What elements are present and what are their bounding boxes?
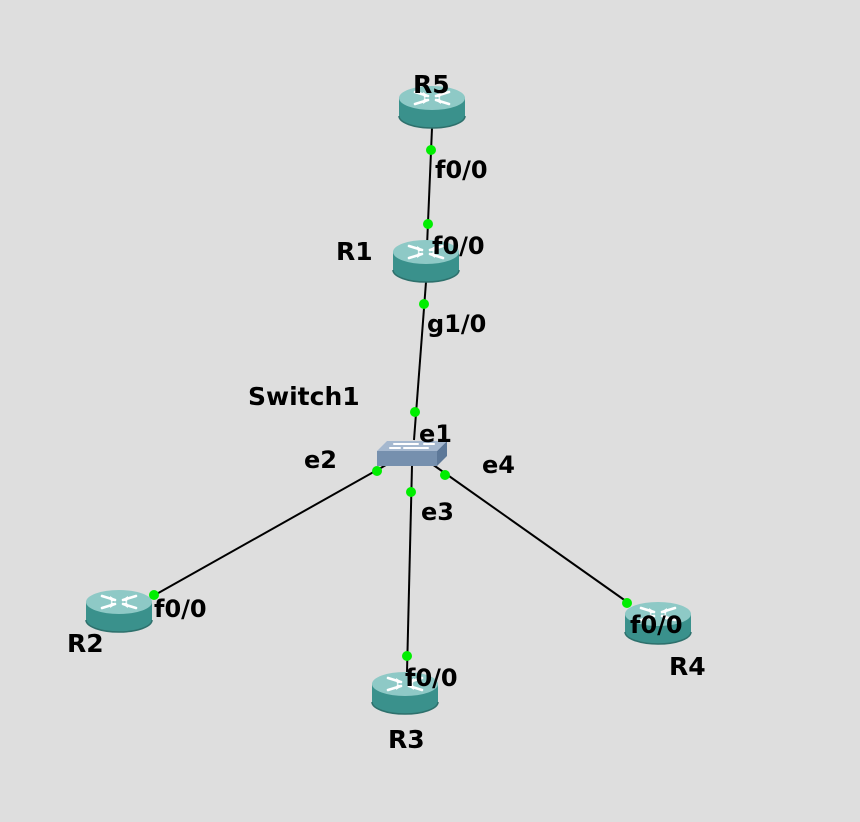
port-dot-r1-f0-0 [423, 219, 433, 229]
port-dot-r4-f0-0 [622, 598, 632, 608]
port-label-switch1-e4: e4 [482, 451, 515, 479]
port-dot-switch1-e1 [410, 407, 420, 417]
port-dot-r2-f0-0 [149, 590, 159, 600]
port-label-r1-g1-0: g1/0 [427, 310, 487, 338]
link-switch1-r2[interactable] [152, 464, 387, 597]
link-switch1-r3[interactable] [406, 465, 413, 673]
port-dot-switch1-e2 [372, 466, 382, 476]
port-label-r3-f0-0: f0/0 [405, 664, 458, 692]
link-switch1-r4[interactable] [431, 463, 631, 605]
port-dot-switch1-e3 [406, 487, 416, 497]
router-r3-label: R3 [388, 725, 425, 754]
port-dot-switch1-e4 [440, 470, 450, 480]
router-r5-label: R5 [413, 70, 450, 99]
port-label-switch1-e3: e3 [421, 498, 454, 526]
port-label-switch1-e2: e2 [304, 446, 337, 474]
router-r2-label: R2 [67, 629, 104, 658]
port-label-r4-f0-0: f0/0 [630, 611, 683, 639]
router-r2-icon[interactable] [84, 588, 154, 634]
port-label-r1-f0-0: f0/0 [432, 232, 485, 260]
port-dot-r3-f0-0 [402, 651, 412, 661]
port-dot-r1-g1-0 [419, 299, 429, 309]
switch1-label: Switch1 [248, 382, 360, 411]
port-label-r2-f0-0: f0/0 [154, 595, 207, 623]
port-label-r5-f0-0: f0/0 [435, 156, 488, 184]
port-label-switch1-e1: e1 [419, 420, 452, 448]
port-dot-r5-f0-0 [426, 145, 436, 155]
router-r4-label: R4 [669, 652, 706, 681]
router-r1-label: R1 [336, 237, 373, 266]
